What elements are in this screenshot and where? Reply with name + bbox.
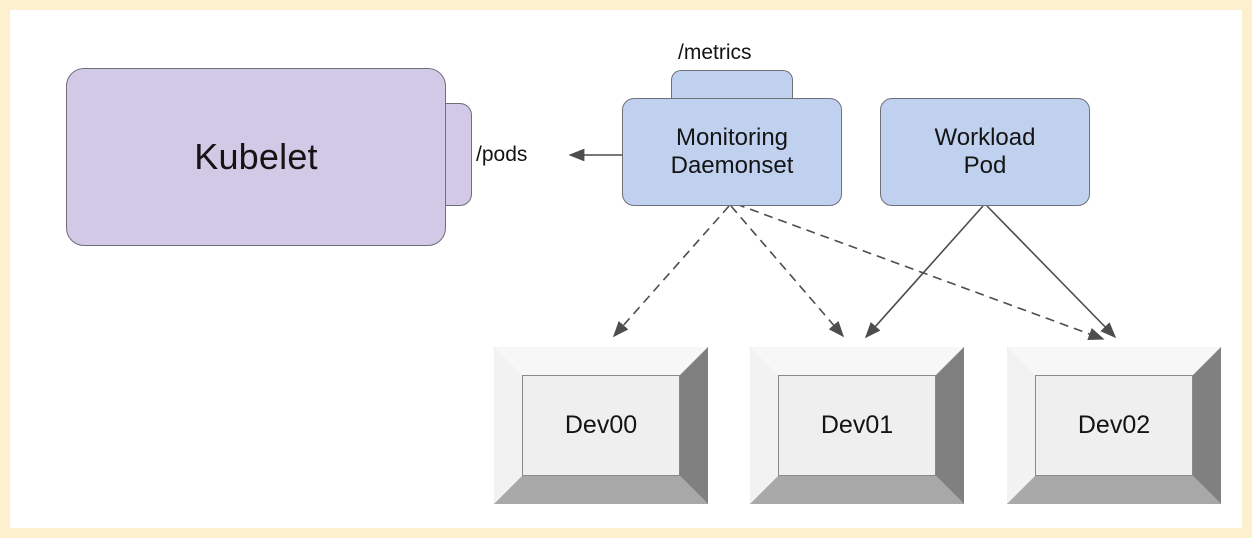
dev00-label: Dev00	[564, 411, 638, 439]
dev01-face: Dev01	[778, 375, 936, 476]
monitoring-daemonset-label-line1: Monitoring	[675, 124, 789, 152]
dev02-bevel-bottom	[1007, 476, 1221, 504]
node-device-dev02[interactable]: Dev02	[1007, 347, 1221, 504]
dev00-face: Dev00	[522, 375, 680, 476]
dev01-bevel-right	[936, 347, 964, 504]
dev00-bevel-bottom	[494, 476, 708, 504]
kubelet-pods-port-label: /pods	[476, 143, 528, 166]
node-device-dev01[interactable]: Dev01	[750, 347, 964, 504]
dev02-bevel-right	[1193, 347, 1221, 504]
dev01-label: Dev01	[820, 411, 894, 439]
node-device-dev00[interactable]: Dev00	[494, 347, 708, 504]
dev00-bevel-top	[494, 347, 708, 375]
edge-workload-to-dev01	[864, 205, 984, 339]
node-monitoring-daemonset[interactable]: Monitoring Daemonset	[622, 98, 842, 206]
edge-monitoring-to-dev02	[735, 203, 1105, 341]
workload-pod-label-line2: Pod	[963, 152, 1007, 179]
dev02-label: Dev02	[1077, 411, 1151, 439]
node-workload-pod[interactable]: Workload Pod	[880, 98, 1090, 206]
dev00-bevel-left	[494, 347, 522, 504]
edge-monitoring-to-dev01	[730, 205, 845, 338]
workload-pod-label-line1: Workload	[934, 124, 1036, 152]
dev02-bevel-left	[1007, 347, 1035, 504]
dev01-bevel-top	[750, 347, 964, 375]
kubelet-label: Kubelet	[194, 136, 318, 177]
node-kubelet[interactable]: Kubelet	[66, 68, 446, 246]
dev01-bevel-bottom	[750, 476, 964, 504]
monitoring-metrics-port-label: /metrics	[678, 41, 752, 64]
workload-pod-label: Workload Pod	[935, 124, 1036, 180]
edge-workload-to-dev02	[986, 205, 1117, 339]
dev01-bevel-left	[750, 347, 778, 504]
dev02-bevel-top	[1007, 347, 1221, 375]
dev00-bevel-right	[680, 347, 708, 504]
dev02-face: Dev02	[1035, 375, 1193, 476]
edge-monitoring-to-dev00	[612, 205, 730, 338]
monitoring-daemonset-label: Monitoring Daemonset	[671, 124, 794, 180]
monitoring-daemonset-label-line2: Daemonset	[670, 152, 794, 179]
